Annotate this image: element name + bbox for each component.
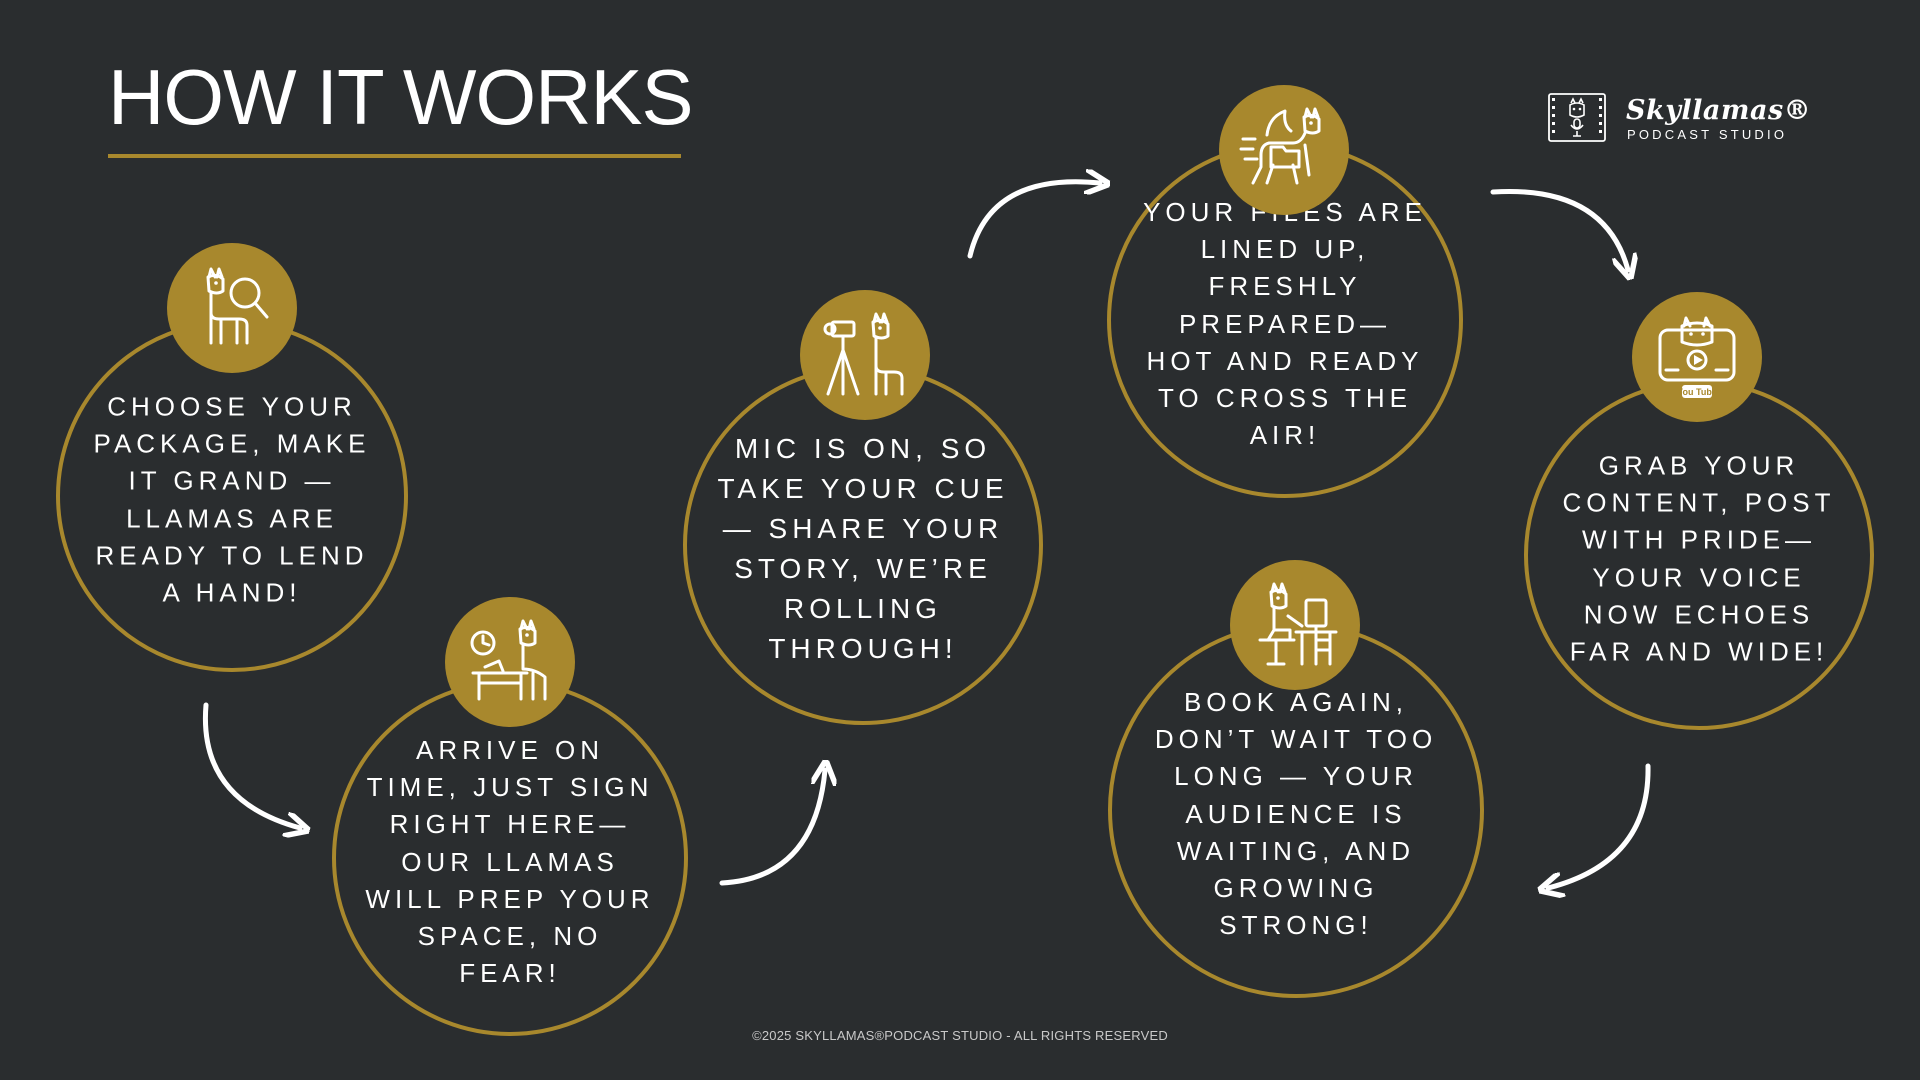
brand-logo: Skyllamas® PODCAST STUDIO <box>1548 93 1811 143</box>
page-title: HOW IT WORKS <box>108 53 694 141</box>
arrow-step1-to-step2 <box>202 702 300 828</box>
step-1-circle: CHOOSE YOUR PACKAGE, MAKE IT GRAND — LLA… <box>56 320 408 672</box>
brand-name: Skyllamas® <box>1626 95 1812 126</box>
step-5-badge: You Tube <box>1632 292 1762 422</box>
llama-youtube-player-icon: You Tube <box>1658 316 1736 398</box>
arrow-step3-to-step4 <box>967 182 1100 259</box>
step-4-badge <box>1219 85 1349 215</box>
llama-desk-clock-icon <box>470 619 547 701</box>
brand-subtitle: PODCAST STUDIO <box>1627 127 1788 142</box>
step-2-text: ARRIVE ON TIME, JUST SIGN RIGHT HERE— OU… <box>365 734 655 988</box>
youtube-icon-label: You Tube <box>1677 387 1717 397</box>
footer-copyright: ©2025 SKYLLAMAS®PODCAST STUDIO - ALL RIG… <box>752 1028 1168 1043</box>
step-5-circle: GRAB YOUR CONTENT, POST WITH PRIDE— YOUR… <box>1524 380 1874 730</box>
llama-computer-desk-icon <box>1258 582 1338 666</box>
arrow-step2-to-step3 <box>719 770 825 886</box>
llama-magnifier-icon <box>206 267 269 345</box>
step-1-badge <box>167 243 297 373</box>
step-2-circle: ARRIVE ON TIME, JUST SIGN RIGHT HERE— OU… <box>332 680 688 1036</box>
step-5-text: GRAB YOUR CONTENT, POST WITH PRIDE— YOUR… <box>1562 450 1836 667</box>
llama-camera-icon <box>823 312 904 396</box>
step-6-text: BOOK AGAIN, DON’T WAIT TOO LONG — YOUR A… <box>1154 686 1438 940</box>
step-4-circle: YOUR FILES ARE LINED UP, FRESHLY PREPARE… <box>1107 142 1463 498</box>
step-4-text: YOUR FILES ARE LINED UP, FRESHLY PREPARE… <box>1143 196 1427 450</box>
step-6-badge <box>1230 560 1360 690</box>
title-underline <box>108 154 681 158</box>
flying-llama-folder-icon <box>1239 107 1321 185</box>
step-3-circle: MIC IS ON, SO TAKE YOUR CUE— SHARE YOUR … <box>683 365 1043 725</box>
step-2-badge <box>445 597 575 727</box>
step-3-badge <box>800 290 930 420</box>
llama-film-frame-icon <box>1548 93 1606 142</box>
arrow-step4-to-step5 <box>1490 188 1628 270</box>
step-1-text: CHOOSE YOUR PACKAGE, MAKE IT GRAND — LLA… <box>93 391 371 608</box>
step-3-text: MIC IS ON, SO TAKE YOUR CUE— SHARE YOUR … <box>717 432 1009 665</box>
arrow-step5-to-step6 <box>1548 763 1651 888</box>
